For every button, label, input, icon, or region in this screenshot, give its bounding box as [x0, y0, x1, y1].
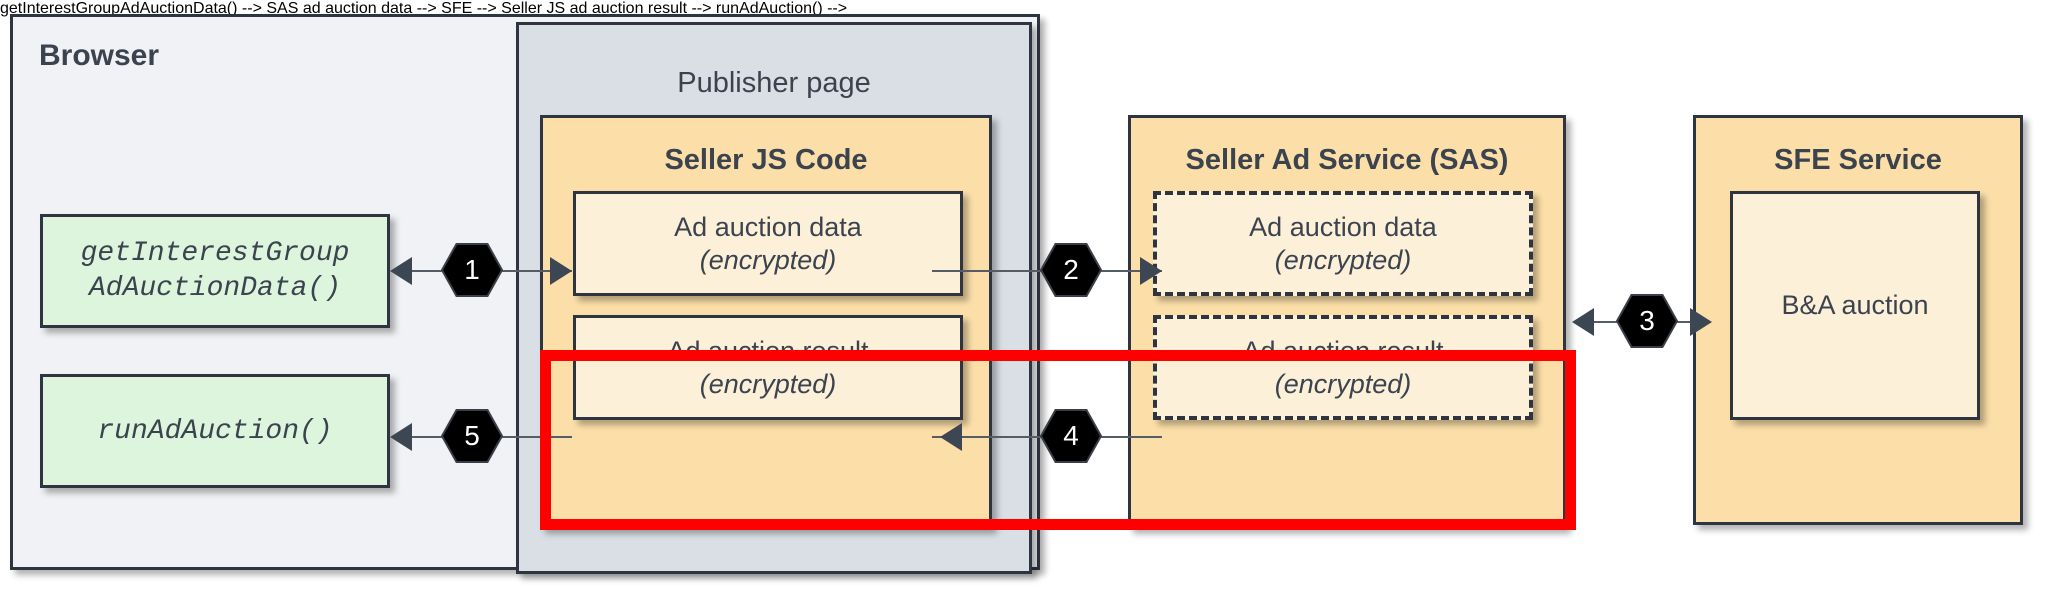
seller-js-ad-auction-data-box: Ad auction data (encrypted) [573, 191, 963, 296]
arrow-step-3-right [1690, 308, 1712, 336]
seller-js-code-title: Seller JS Code [664, 144, 868, 176]
arrow-step-2-right [1140, 257, 1162, 285]
api-box-run-ad-auction[interactable]: runAdAuction() [40, 374, 390, 488]
step-marker-label: 1 [464, 254, 480, 285]
step-marker-label: 3 [1639, 305, 1655, 336]
arrow-step-5-left [390, 423, 412, 451]
data-box-subtitle: (encrypted) [699, 368, 837, 399]
step-marker-5: 5 [441, 409, 503, 463]
ba-auction-box: B&A auction [1730, 191, 1980, 420]
sfe-service-title: SFE Service [1774, 144, 1942, 176]
arrow-step-3-left [1572, 308, 1594, 336]
browser-label: Browser [39, 39, 160, 72]
data-box-title: Ad auction data [674, 211, 862, 242]
data-box-subtitle: (encrypted) [699, 244, 837, 275]
arrow-step-1-right [550, 257, 572, 285]
api-box-get-interest-group-ad-auction-data[interactable]: getInterestGroup AdAuctionData() [40, 214, 390, 328]
step-marker-label: 2 [1063, 254, 1079, 285]
data-box-title: Ad auction data [1249, 211, 1437, 242]
step-marker-2: 2 [1040, 243, 1102, 297]
ad-auction-result-highlight [540, 350, 1576, 530]
sas-ad-auction-result-box: Ad auction result (encrypted) [1153, 315, 1533, 420]
api-label-line2: AdAuctionData() [88, 273, 342, 304]
arrow-step-1-left [390, 257, 412, 285]
api-label-line1: runAdAuction() [97, 415, 333, 447]
data-box-subtitle: (encrypted) [1274, 368, 1412, 399]
data-box-subtitle: (encrypted) [1274, 244, 1412, 275]
data-box-title: B&A auction [1781, 290, 1929, 321]
publisher-page-title: Publisher page [677, 67, 871, 99]
step-marker-3: 3 [1616, 294, 1678, 348]
step-marker-1: 1 [441, 243, 503, 297]
sas-ad-auction-data-box: Ad auction data (encrypted) [1153, 191, 1533, 296]
seller-ad-service-title: Seller Ad Service (SAS) [1185, 144, 1509, 176]
step-marker-label: 5 [464, 420, 480, 451]
step-marker-label: 4 [1063, 420, 1079, 451]
arrow-step-4-left [940, 423, 962, 451]
api-label-line1: getInterestGroup [80, 238, 350, 269]
sfe-service-container: SFE Service B&A auction [1693, 115, 2023, 525]
step-marker-4: 4 [1040, 409, 1102, 463]
